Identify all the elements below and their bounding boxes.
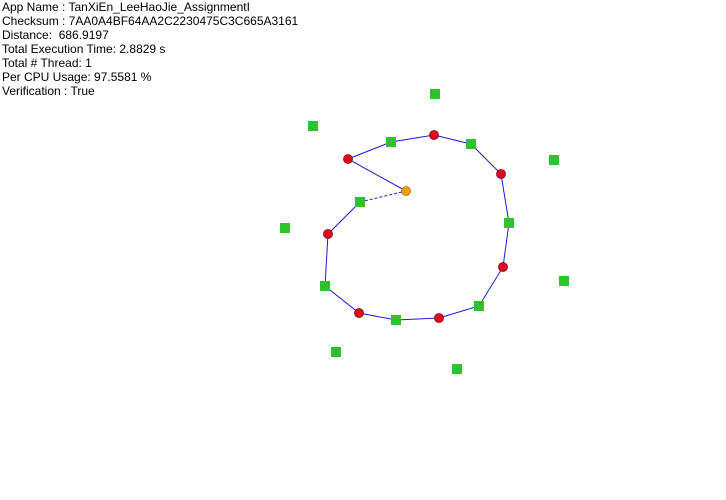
green-node bbox=[391, 315, 401, 325]
return-leg-dashed-line bbox=[359, 190, 407, 203]
green-node bbox=[549, 155, 559, 165]
cpu-usage-line: Per CPU Usage: 97.5581 % bbox=[2, 70, 152, 84]
green-node bbox=[559, 276, 569, 286]
green-node bbox=[386, 137, 396, 147]
red-node bbox=[498, 262, 508, 272]
route-line bbox=[324, 134, 510, 321]
app-name-line: App Name : TanXiEn_LeeHaoJie_AssignmentI bbox=[2, 0, 250, 14]
distance-line: Distance: 686.9197 bbox=[2, 28, 109, 42]
red-node bbox=[496, 169, 506, 179]
thread-count-line: Total # Thread: 1 bbox=[2, 56, 92, 70]
green-node bbox=[474, 301, 484, 311]
red-node bbox=[343, 154, 353, 164]
green-node bbox=[355, 197, 365, 207]
red-node bbox=[429, 130, 439, 140]
green-node bbox=[504, 218, 514, 228]
execution-time-line: Total Execution Time: 2.8829 s bbox=[2, 42, 166, 56]
red-node bbox=[323, 229, 333, 239]
green-node bbox=[320, 281, 330, 291]
green-node bbox=[430, 89, 440, 99]
green-node bbox=[466, 139, 476, 149]
start-node bbox=[401, 186, 411, 196]
checksum-line: Checksum : 7AA0A4BF64AA2C2230475C3C665A3… bbox=[2, 14, 299, 28]
green-node bbox=[308, 121, 318, 131]
green-node bbox=[280, 223, 290, 233]
green-node bbox=[452, 364, 462, 374]
verification-line: Verification : True bbox=[2, 84, 95, 98]
stats-panel: App Name : TanXiEn_LeeHaoJie_AssignmentI… bbox=[2, 0, 298, 98]
green-node bbox=[331, 347, 341, 357]
red-node bbox=[354, 308, 364, 318]
red-node bbox=[434, 313, 444, 323]
